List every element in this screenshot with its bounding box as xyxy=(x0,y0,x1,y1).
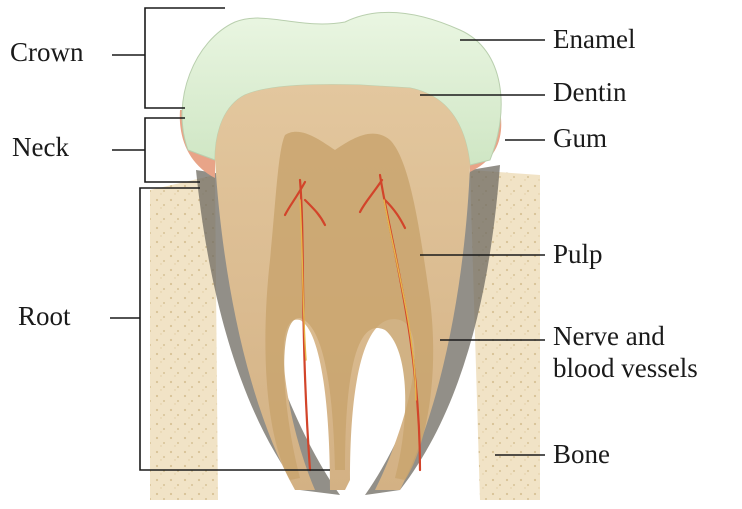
gum-label: Gum xyxy=(553,124,607,152)
pulp-label: Pulp xyxy=(553,240,603,268)
crown-label: Crown xyxy=(10,38,84,66)
nerve-label-line1: Nerve and xyxy=(553,320,698,352)
bone-label: Bone xyxy=(553,440,610,468)
dentin-label: Dentin xyxy=(553,78,627,106)
nerve-label-line2: blood vessels xyxy=(553,352,698,384)
root-label: Root xyxy=(18,302,71,330)
neck-label: Neck xyxy=(12,133,69,161)
enamel-label: Enamel xyxy=(553,25,635,53)
nerve-blood-vessels-label: Nerve and blood vessels xyxy=(553,320,698,385)
